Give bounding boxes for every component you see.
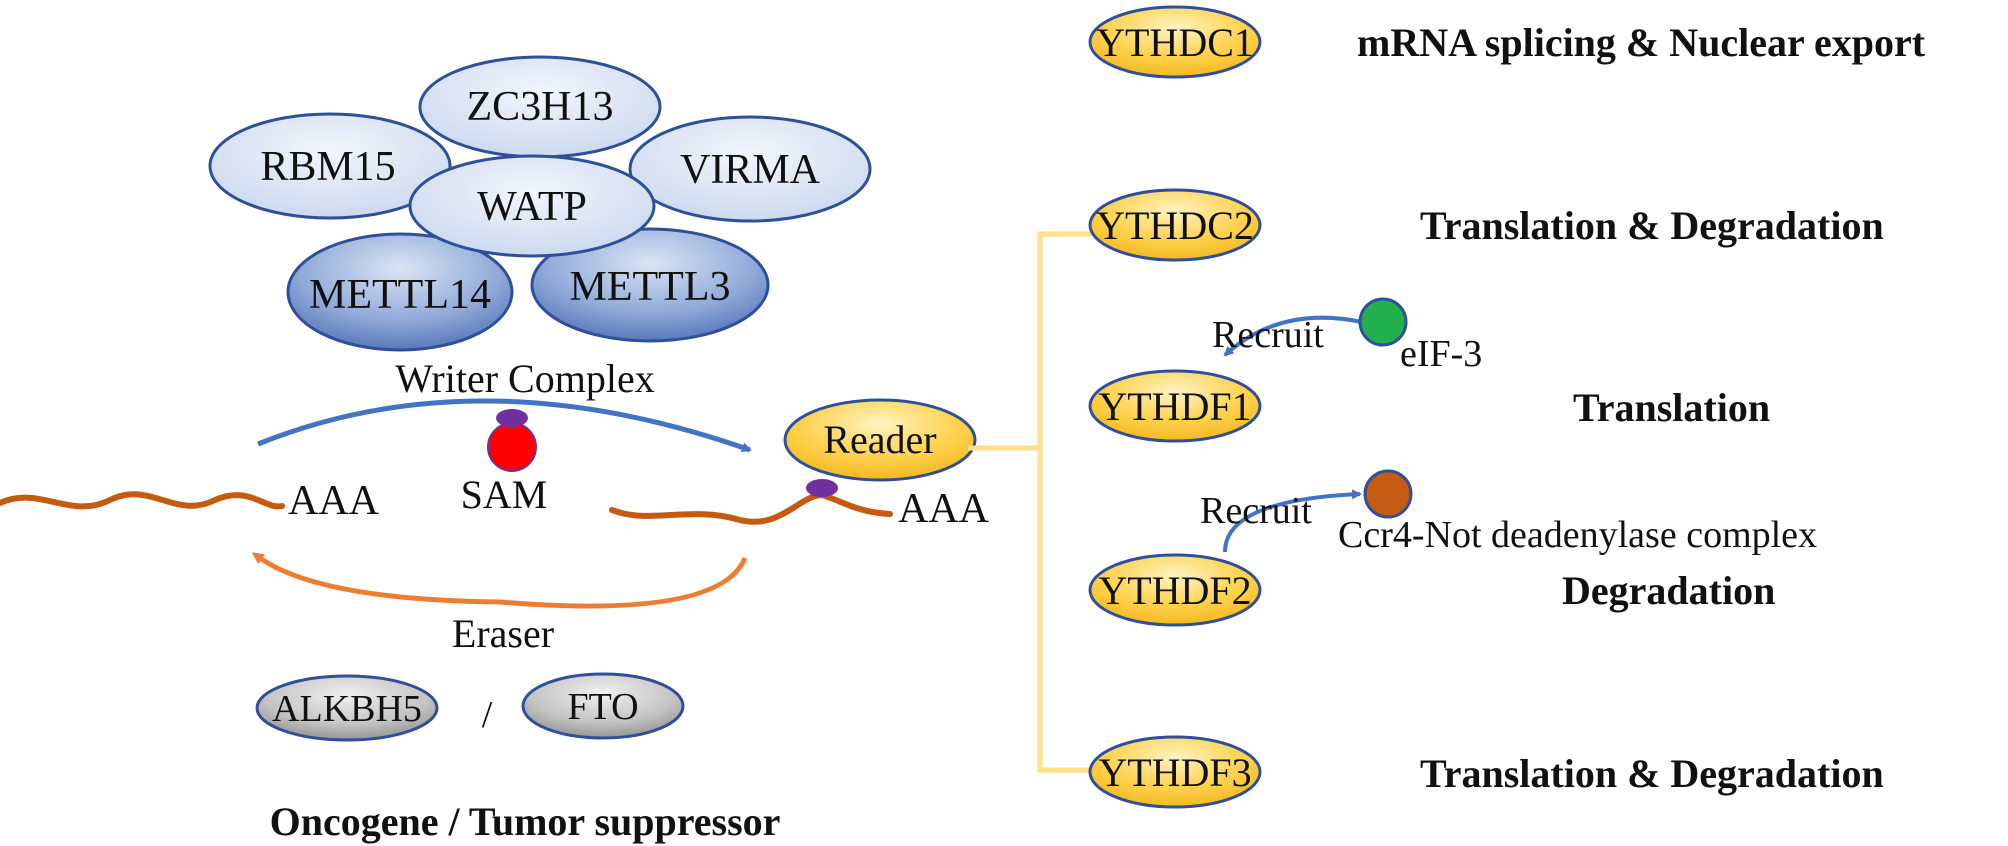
ythdc1-function: mRNA splicing & Nuclear export — [1357, 20, 1926, 65]
reader-label: Reader — [823, 417, 936, 462]
reader-ythdf3: YTHDF3 — [1088, 735, 1262, 809]
virma-protein: VIRMA — [628, 115, 872, 223]
ythdc2-function: Translation & Degradation — [1420, 203, 1884, 248]
alkbh5-protein: ALKBH5 — [255, 674, 439, 742]
writer-arrow — [257, 398, 752, 453]
methylated-mrna — [609, 491, 893, 525]
poly-a-right: AAA — [898, 486, 990, 532]
writer-complex-label: Writer Complex — [395, 356, 654, 401]
eif3-label: eIF-3 — [1400, 333, 1482, 375]
rbm15-protein: RBM15 — [208, 112, 452, 220]
recruit-arrow-eif3 — [1223, 315, 1363, 357]
poly-a-left: AAA — [288, 478, 380, 524]
reader-ythdf2: YTHDF2 — [1088, 553, 1262, 627]
fto-label: FTO — [567, 686, 638, 728]
m6a-methyl-mark — [806, 479, 838, 497]
reader-protein: Reader — [783, 398, 977, 482]
ythdf3-function: Translation & Degradation — [1420, 751, 1884, 796]
mettl14-protein: METTL14 — [286, 232, 514, 352]
watp-label: WATP — [477, 184, 587, 230]
ythdf2-label: YTHDF2 — [1098, 568, 1251, 613]
ythdc2-label: YTHDC2 — [1096, 203, 1254, 248]
zc3h13-label: ZC3H13 — [467, 84, 614, 130]
ythdf1-label: YTHDF1 — [1098, 384, 1251, 429]
fto-protein: FTO — [521, 672, 685, 740]
unmethylated-mrna — [0, 491, 285, 510]
eraser-label: Eraser — [452, 611, 554, 656]
ythdc1-label: YTHDC1 — [1096, 20, 1254, 65]
footer-label: Oncogene / Tumor suppressor — [270, 799, 781, 844]
recruit-label-2: Recruit — [1200, 490, 1312, 532]
reader-ythdc1: YTHDC1 — [1088, 5, 1262, 79]
ythdf3-label: YTHDF3 — [1098, 750, 1251, 795]
mettl3-protein: METTL3 — [530, 227, 770, 343]
writer-complex: ZC3H13 RBM15 VIRMA METTL14 METTL3 WATP W… — [208, 55, 872, 401]
sam-molecule: SAM — [461, 409, 548, 517]
ccr4-not-label: Ccr4-Not deadenylase complex — [1338, 514, 1817, 556]
eraser-arrow — [251, 552, 748, 609]
virma-label: VIRMA — [680, 147, 821, 193]
reader-ythdc2: YTHDC2 — [1088, 188, 1262, 262]
recruit-arrow-ccr4 — [1223, 489, 1362, 553]
rbm15-label: RBM15 — [260, 144, 395, 190]
mettl14-label: METTL14 — [309, 272, 491, 318]
alkbh5-label: ALKBH5 — [272, 688, 422, 730]
watp-protein: WATP — [408, 154, 656, 258]
mettl3-label: METTL3 — [570, 264, 731, 310]
sam-label: SAM — [461, 472, 548, 517]
eraser-separator: / — [482, 694, 493, 736]
ythdf1-function: Translation — [1573, 385, 1770, 430]
recruit-label-1: Recruit — [1212, 314, 1324, 356]
reader-connector — [968, 231, 1091, 773]
zc3h13-protein: ZC3H13 — [418, 55, 662, 159]
reader-ythdf1: YTHDF1 — [1088, 369, 1262, 443]
eif3-factor — [1358, 297, 1408, 347]
ccr4-not-factor — [1363, 469, 1413, 519]
ythdf2-function: Degradation — [1562, 568, 1775, 613]
